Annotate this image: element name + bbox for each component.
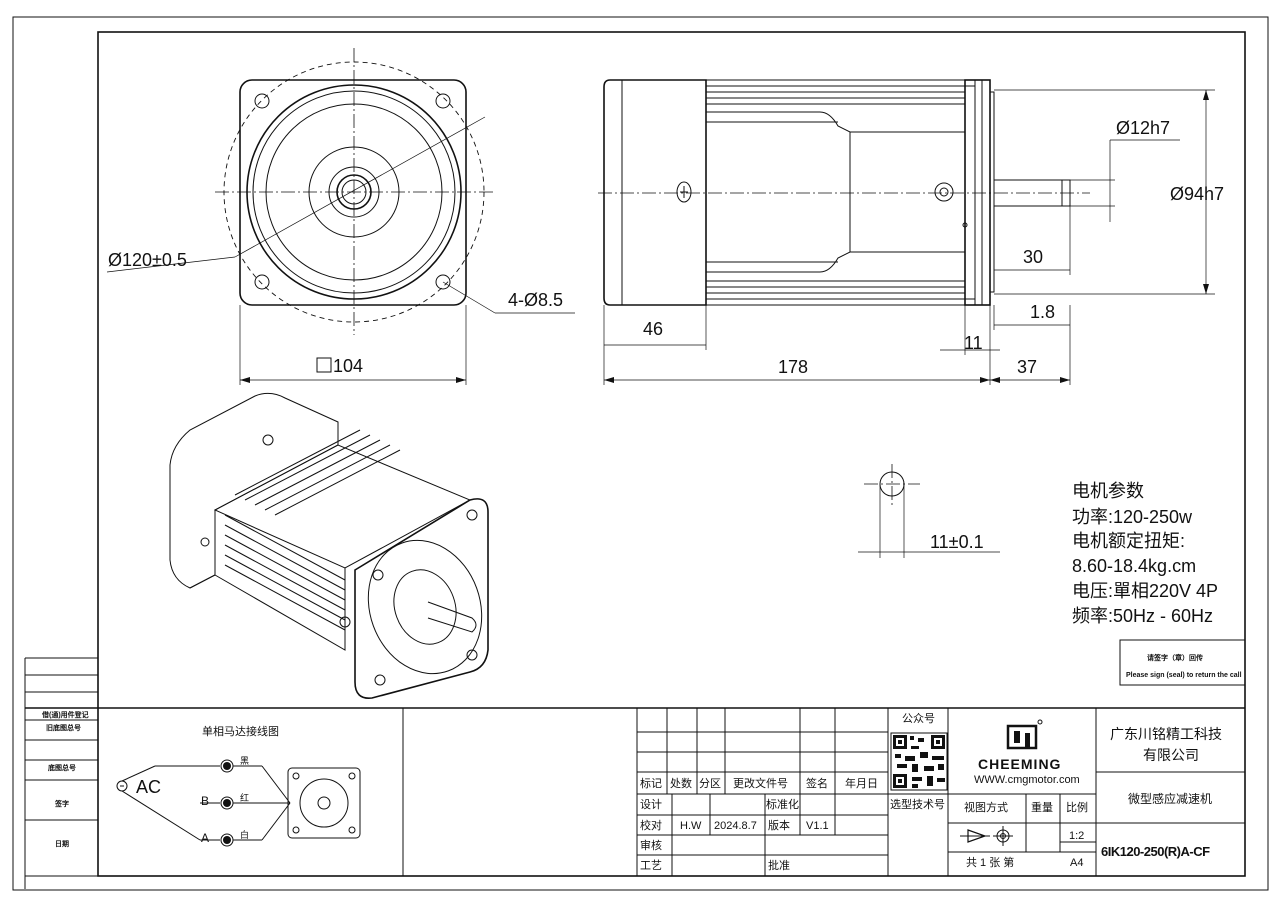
company-name-2: 有限公司 xyxy=(1143,747,1199,763)
rev-h-mark: 标记 xyxy=(640,776,662,790)
dim-key-width: 11±0.1 xyxy=(930,532,984,552)
params-title: 电机参数 xyxy=(1072,481,1144,501)
rev-checker: H.W xyxy=(680,820,702,832)
left-r5: 日期 xyxy=(55,839,69,848)
rev-process: 工艺 xyxy=(640,859,662,872)
rev-h-sign: 签名 xyxy=(806,776,828,790)
rev-version: V1.1 xyxy=(806,820,829,832)
dim-178: 178 xyxy=(778,357,808,377)
dim-shaft-length: 30 xyxy=(1023,247,1043,267)
view-method-label: 视图方式 xyxy=(964,800,1008,814)
rev-version-label: 版本 xyxy=(768,818,790,832)
wiring-black: 黑 xyxy=(240,756,249,766)
left-r2: 旧底图总号 xyxy=(46,723,81,732)
dim-shaft-diameter: Ø12h7 xyxy=(1116,118,1170,138)
rev-wechat: 公众号 xyxy=(902,712,935,725)
dim-37: 37 xyxy=(1017,357,1037,377)
rev-h-doc: 更改文件号 xyxy=(733,776,788,790)
rev-design: 设计 xyxy=(640,798,662,811)
ratio-label: 比例 xyxy=(1066,800,1088,814)
rev-check-date: 2024.8.7 xyxy=(714,820,757,832)
left-r1: 借(通)用件登记 xyxy=(41,710,89,719)
wiring-b: B xyxy=(201,794,209,808)
isometric-view xyxy=(169,392,489,699)
product-name: 微型感应减速机 xyxy=(1128,791,1212,806)
wiring-a: A xyxy=(201,831,209,845)
wiring-red: 红 xyxy=(240,792,249,803)
company-logo xyxy=(1006,719,1043,750)
revision-table xyxy=(636,708,949,876)
sheet-count: 共 1 张 第 xyxy=(966,855,1014,869)
stamp-en: Please sign (seal) to return the call xyxy=(1126,672,1242,679)
rev-standard: 标准化 xyxy=(766,797,799,811)
qr-code xyxy=(890,732,948,791)
dim-pilot-diameter: Ø94h7 xyxy=(1170,184,1224,204)
rev-h-zone: 分区 xyxy=(699,777,721,790)
wiring-white: 白 xyxy=(240,829,249,840)
rev-h-date: 年月日 xyxy=(845,776,878,790)
wiring-ac: AC xyxy=(136,777,161,797)
rev-selection: 选型技术号 xyxy=(890,797,945,811)
left-r3: 底图总号 xyxy=(48,763,76,772)
dim-46: 46 xyxy=(643,319,663,339)
logo-url: WWW.cmgmotor.com xyxy=(974,774,1080,786)
left-panel xyxy=(24,657,98,876)
params-torque-label: 电机额定扭矩: xyxy=(1072,531,1185,551)
dim-holes: 4-Ø8.5 xyxy=(508,290,563,310)
stamp-cn: 请签字（章）回传 xyxy=(1147,653,1203,662)
paper-size: A4 xyxy=(1070,857,1083,869)
rev-review: 审核 xyxy=(640,838,662,852)
wiring-diagram xyxy=(116,759,361,847)
dim-11: 11 xyxy=(964,333,983,353)
params-frequency: 频率:50Hz - 60Hz xyxy=(1072,606,1213,626)
weight-label: 重量 xyxy=(1031,800,1053,814)
params-power: 功率:120-250w xyxy=(1072,507,1193,527)
params-voltage: 电压:單相220V 4P xyxy=(1072,581,1218,601)
key-detail xyxy=(858,464,1000,558)
title-block xyxy=(948,708,1245,876)
wiring-title: 单相马达接线图 xyxy=(202,724,279,738)
model-number: 6IK120-250(R)A-CF xyxy=(1101,844,1210,859)
dim-1-8: 1.8 xyxy=(1030,302,1055,322)
dim-square: 104 xyxy=(333,356,363,376)
scale-value: 1:2 xyxy=(1069,830,1084,842)
params-torque-value: 8.60-18.4kg.cm xyxy=(1072,556,1196,576)
rev-h-count: 处数 xyxy=(670,777,692,790)
rev-approve: 批准 xyxy=(768,858,790,872)
company-name-1: 广东川铭精工科技 xyxy=(1110,726,1222,742)
rev-check: 校对 xyxy=(640,818,662,832)
logo-brand: CHEEMING xyxy=(978,756,1061,772)
inner-border xyxy=(97,31,1246,877)
dim-flange-diameter: Ø120±0.5 xyxy=(108,250,187,270)
left-r4: 签字 xyxy=(54,799,69,808)
side-view xyxy=(598,79,1215,385)
outer-border xyxy=(12,16,1269,891)
front-view xyxy=(106,48,575,385)
